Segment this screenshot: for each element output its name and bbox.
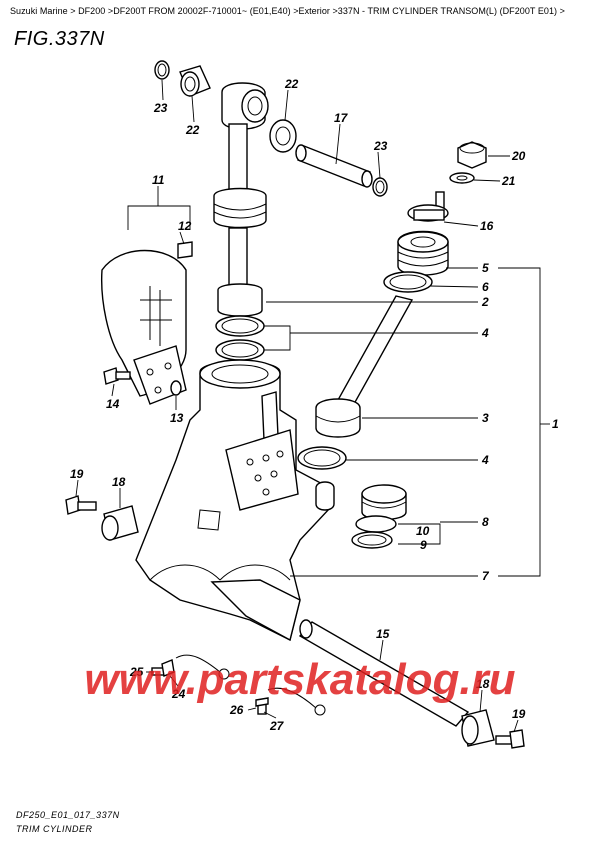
callout-22a: 22 (185, 123, 200, 137)
callout-27: 27 (269, 719, 285, 733)
callout-4a: 4 (481, 326, 489, 340)
part-22-bushing (179, 65, 211, 97)
part-21-washer (449, 172, 475, 184)
callout-21: 21 (501, 174, 516, 188)
part-19-bolt-left (65, 495, 97, 515)
part-1-cylinder-body (135, 359, 335, 642)
part-17-pin (295, 144, 373, 188)
callout-8: 8 (482, 515, 489, 529)
callout-labels: 23 22 22 17 23 20 21 16 11 12 5 6 2 4 14… (70, 77, 559, 733)
breadcrumb: Suzuki Marine > DF200 >DF200T FROM 20002… (10, 6, 565, 16)
part-rod-assembly (213, 82, 269, 317)
part-20-nut (457, 141, 487, 169)
part-18-bushing-left (101, 505, 139, 541)
callout-23b: 23 (373, 139, 388, 153)
part-23-snap-ring (154, 60, 170, 80)
drawing-caption: TRIM CYLINDER (16, 824, 93, 834)
callout-11: 11 (152, 173, 165, 187)
part-6-o-ring (383, 271, 433, 293)
part-16-valve (407, 191, 449, 222)
part-4-o-rings (215, 315, 265, 361)
callout-5: 5 (482, 261, 489, 275)
callout-18b: 18 (476, 677, 490, 691)
watermark: www.partskatalog.ru (84, 655, 516, 704)
callout-3: 3 (482, 411, 489, 425)
part-24-27-wires (151, 654, 326, 716)
callout-15: 15 (376, 627, 390, 641)
callout-19a: 19 (70, 467, 84, 481)
part-4-o-ring-right (297, 446, 347, 470)
callout-13: 13 (170, 411, 184, 425)
callout-26: 26 (229, 703, 244, 717)
drawing-code: DF250_E01_017_337N (16, 810, 120, 820)
part-18-bushing-right (461, 709, 495, 747)
part-3-piston (315, 295, 414, 438)
callout-17: 17 (334, 111, 349, 125)
figure-title: FIG.337N (14, 28, 105, 50)
callout-23a: 23 (153, 101, 168, 115)
callout-2: 2 (481, 295, 489, 309)
callout-14: 14 (106, 397, 120, 411)
part-5-cylinder-cap (397, 230, 449, 276)
part-15-shaft (298, 619, 470, 727)
part-9-o-ring (351, 531, 393, 549)
part-13-washer (170, 380, 182, 396)
callout-19b: 19 (512, 707, 526, 721)
callout-6: 6 (482, 280, 489, 294)
callout-18a: 18 (112, 475, 126, 489)
part-12-grommet (177, 241, 193, 259)
callout-4b: 4 (481, 453, 489, 467)
callout-25: 25 (129, 665, 144, 679)
part-19-bolt-right (495, 729, 525, 749)
callout-16: 16 (480, 219, 494, 233)
callout-7: 7 (482, 569, 490, 583)
callout-12: 12 (178, 219, 192, 233)
part-23-snap-ring-right (372, 177, 388, 197)
callout-10: 10 (416, 524, 430, 538)
callout-20: 20 (511, 149, 526, 163)
callout-24: 24 (171, 687, 186, 701)
callout-1: 1 (552, 417, 559, 431)
part-10-piston-rings (355, 484, 407, 533)
callout-9: 9 (420, 538, 427, 552)
part-22-bushing-middle (269, 119, 297, 153)
part-14-bolt (103, 367, 131, 385)
leader-lines (75, 79, 550, 733)
callout-22b: 22 (284, 77, 299, 91)
